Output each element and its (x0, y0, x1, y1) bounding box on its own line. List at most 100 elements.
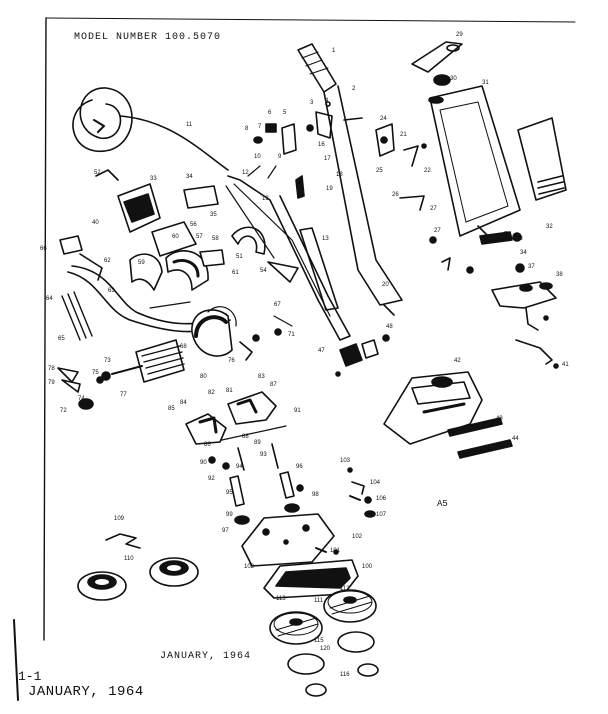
part-label: 99 (226, 512, 233, 518)
brush-right (323, 589, 377, 623)
part-label: 32 (546, 224, 553, 230)
part-label: 80 (200, 374, 207, 380)
handle-bail-wires (225, 175, 351, 341)
model-number-title: MODEL NUMBER 100.5070 (74, 32, 222, 43)
sheet-code: A5 (437, 499, 448, 509)
handle-grip (297, 43, 337, 93)
part-label: 34 (186, 174, 193, 180)
brush-left (269, 611, 323, 645)
part-label: 61 (232, 270, 239, 276)
part-label: 90 (200, 460, 207, 466)
wheel-bracket (491, 281, 559, 369)
part-label: 94 (236, 464, 243, 470)
bag-top-cap (411, 41, 463, 73)
part-label: 31 (482, 80, 489, 86)
diagram-date: JANUARY, 1964 (160, 651, 252, 662)
part-label: 24 (380, 116, 387, 122)
part-label: 91 (294, 408, 301, 414)
part-label: 60 (172, 234, 179, 240)
part-label: 86 (204, 442, 211, 448)
part-label: 75 (92, 370, 99, 376)
part-label: 82 (208, 390, 215, 396)
spring-clip (105, 533, 141, 549)
part-label: 22 (424, 168, 431, 174)
part-label: 88 (242, 434, 249, 440)
part-label: 44 (512, 436, 519, 442)
part-label: 116 (340, 672, 350, 678)
part-label: 26 (392, 192, 399, 198)
part-label: 51 (236, 254, 243, 260)
part-label: 101 (330, 548, 341, 554)
part-label: 106 (376, 496, 387, 502)
part-label: 25 (376, 168, 383, 174)
part-label: 13 (322, 236, 329, 242)
motor-assembly (57, 306, 293, 410)
part-label: 84 (180, 400, 187, 406)
part-label: 96 (296, 464, 303, 470)
part-label: 52 (94, 170, 101, 176)
bag-ring (433, 74, 451, 86)
page-border (13, 17, 576, 701)
motor-housing (185, 391, 287, 471)
polish-pads (287, 631, 379, 697)
bumper-ring (263, 559, 359, 599)
part-label: 7 (258, 124, 262, 130)
part-label: 35 (210, 212, 217, 218)
page-number: 1-1 (18, 669, 42, 684)
part-label: 85 (168, 406, 175, 412)
part-label: 19 (326, 186, 333, 192)
part-label: 2 (352, 86, 356, 92)
part-label: 81 (226, 388, 233, 394)
part-label: 109 (114, 516, 125, 522)
part-label: 98 (312, 492, 319, 498)
part-label: 40 (92, 220, 99, 226)
part-label: 56 (190, 222, 197, 228)
part-label: 9 (278, 154, 282, 160)
part-label: 89 (254, 440, 261, 446)
part-label: 63 (108, 288, 115, 294)
base-plate (241, 513, 335, 567)
part-label: 5 (283, 110, 287, 116)
handle-foot-parts (335, 334, 390, 377)
part-label: 102 (244, 564, 255, 570)
part-label: 102 (352, 534, 363, 540)
part-label: 115 (314, 638, 324, 644)
part-label: 37 (528, 264, 535, 270)
part-label: 58 (212, 236, 219, 242)
part-label: 33 (516, 236, 523, 242)
part-label: 79 (48, 380, 55, 386)
part-label: 54 (260, 268, 267, 274)
part-label: 112 (340, 586, 350, 592)
part-label: 48 (386, 324, 393, 330)
part-label: 120 (320, 646, 331, 652)
brush-strips (447, 417, 513, 459)
part-label: 72 (60, 408, 67, 414)
part-label: 12 (242, 170, 249, 176)
part-label: 104 (370, 480, 381, 486)
part-label: 20 (382, 282, 389, 288)
nozzle-cover (383, 371, 483, 445)
part-label: 93 (260, 452, 267, 458)
part-label: 27 (430, 206, 437, 212)
part-number-labels: 1 2 3 4 5 6 7 8 9 10 11 12 13 13 16 17 1… (40, 32, 569, 678)
part-label: 13 (262, 196, 269, 202)
part-label: 43 (496, 416, 503, 422)
part-label: 78 (48, 366, 55, 372)
part-label: 11 (186, 122, 193, 128)
part-label: 1 (332, 48, 336, 54)
part-label: 87 (270, 382, 277, 388)
part-label: 38 (556, 272, 563, 278)
bag-liner (517, 117, 567, 201)
part-label: 6 (268, 110, 272, 116)
part-label: 73 (104, 358, 111, 364)
part-label: 103 (340, 458, 351, 464)
part-label: 34 (520, 250, 527, 256)
motor-brackets (129, 221, 299, 291)
part-label: 59 (138, 260, 145, 266)
adjuster-parts (315, 467, 376, 555)
part-label: 47 (318, 348, 325, 354)
part-label: 67 (274, 302, 281, 308)
part-label: 92 (208, 476, 215, 482)
part-label: 16 (318, 142, 325, 148)
